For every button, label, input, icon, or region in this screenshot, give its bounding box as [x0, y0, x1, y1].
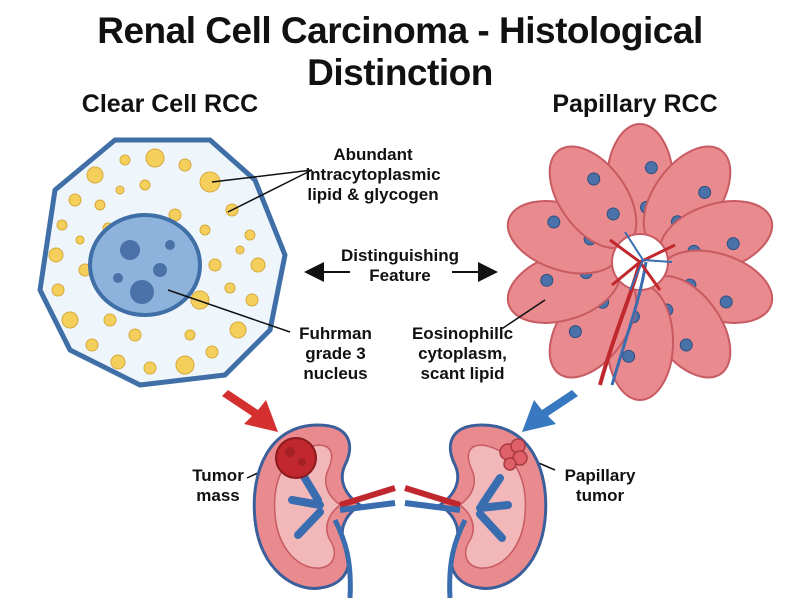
lipid-droplet: [139, 179, 151, 191]
lipid-droplet: [48, 247, 64, 263]
lipid-droplet: [178, 158, 192, 172]
lipid-droplet: [245, 293, 259, 307]
cell-nucleus: [719, 295, 733, 309]
papillary-heading: Papillary RCC: [552, 90, 718, 118]
nucleus: [88, 213, 202, 317]
lipid-droplet: [119, 154, 131, 166]
lipid-droplet: [128, 328, 142, 342]
lipid-droplet: [229, 321, 247, 339]
cell-nucleus: [587, 172, 601, 186]
lipid-droplet: [85, 338, 99, 352]
lipid-droplet: [250, 257, 266, 273]
lipid-droplet: [205, 345, 219, 359]
right-kidney: [404, 423, 548, 599]
cell-nucleus: [698, 185, 712, 199]
lipid-droplet: [224, 282, 236, 294]
lipid-droplet: [103, 313, 117, 327]
lipid-droplet: [115, 185, 125, 195]
lipid-droplet: [143, 361, 157, 375]
lipid-droplet: [94, 199, 106, 211]
cell-nucleus: [679, 338, 693, 352]
left-kidney: [252, 423, 396, 599]
lipid-droplet: [208, 258, 222, 272]
papillary-core: [598, 231, 676, 386]
papillary-structure: [506, 123, 774, 401]
cell-nucleus: [568, 325, 582, 339]
lipid-droplet: [110, 354, 126, 370]
lipid-droplet: [61, 311, 79, 329]
clear-cell: [37, 137, 288, 388]
papillary-tumor: [499, 438, 528, 471]
lipid-droplet: [184, 329, 196, 341]
lipid-droplet: [56, 219, 68, 231]
cell-nucleus: [547, 215, 561, 229]
blue-arrow: [522, 390, 578, 432]
red-arrow: [222, 390, 278, 432]
lipid-droplet: [244, 229, 256, 241]
lipid-droplet: [199, 224, 211, 236]
tumor-mass: [275, 437, 317, 479]
lipid-droplet: [175, 355, 195, 375]
cell-nucleus: [726, 237, 740, 251]
clear-cell-heading: Clear Cell RCC: [81, 90, 259, 118]
lipid-droplet: [145, 148, 165, 168]
lipid-droplet: [75, 235, 85, 245]
lipid-droplet: [51, 283, 65, 297]
lipid-droplet: [190, 290, 210, 310]
cell-nucleus: [622, 349, 636, 363]
page-title: Renal Cell Carcinoma - Histological Dist…: [97, 10, 703, 93]
cell-nucleus: [606, 207, 620, 221]
lipid-droplet: [235, 245, 245, 255]
lipid-droplet: [68, 193, 82, 207]
cell-nucleus: [540, 273, 554, 287]
lipid-droplet: [86, 166, 104, 184]
lipid-droplet: [199, 171, 221, 193]
cell-nucleus: [644, 161, 658, 175]
